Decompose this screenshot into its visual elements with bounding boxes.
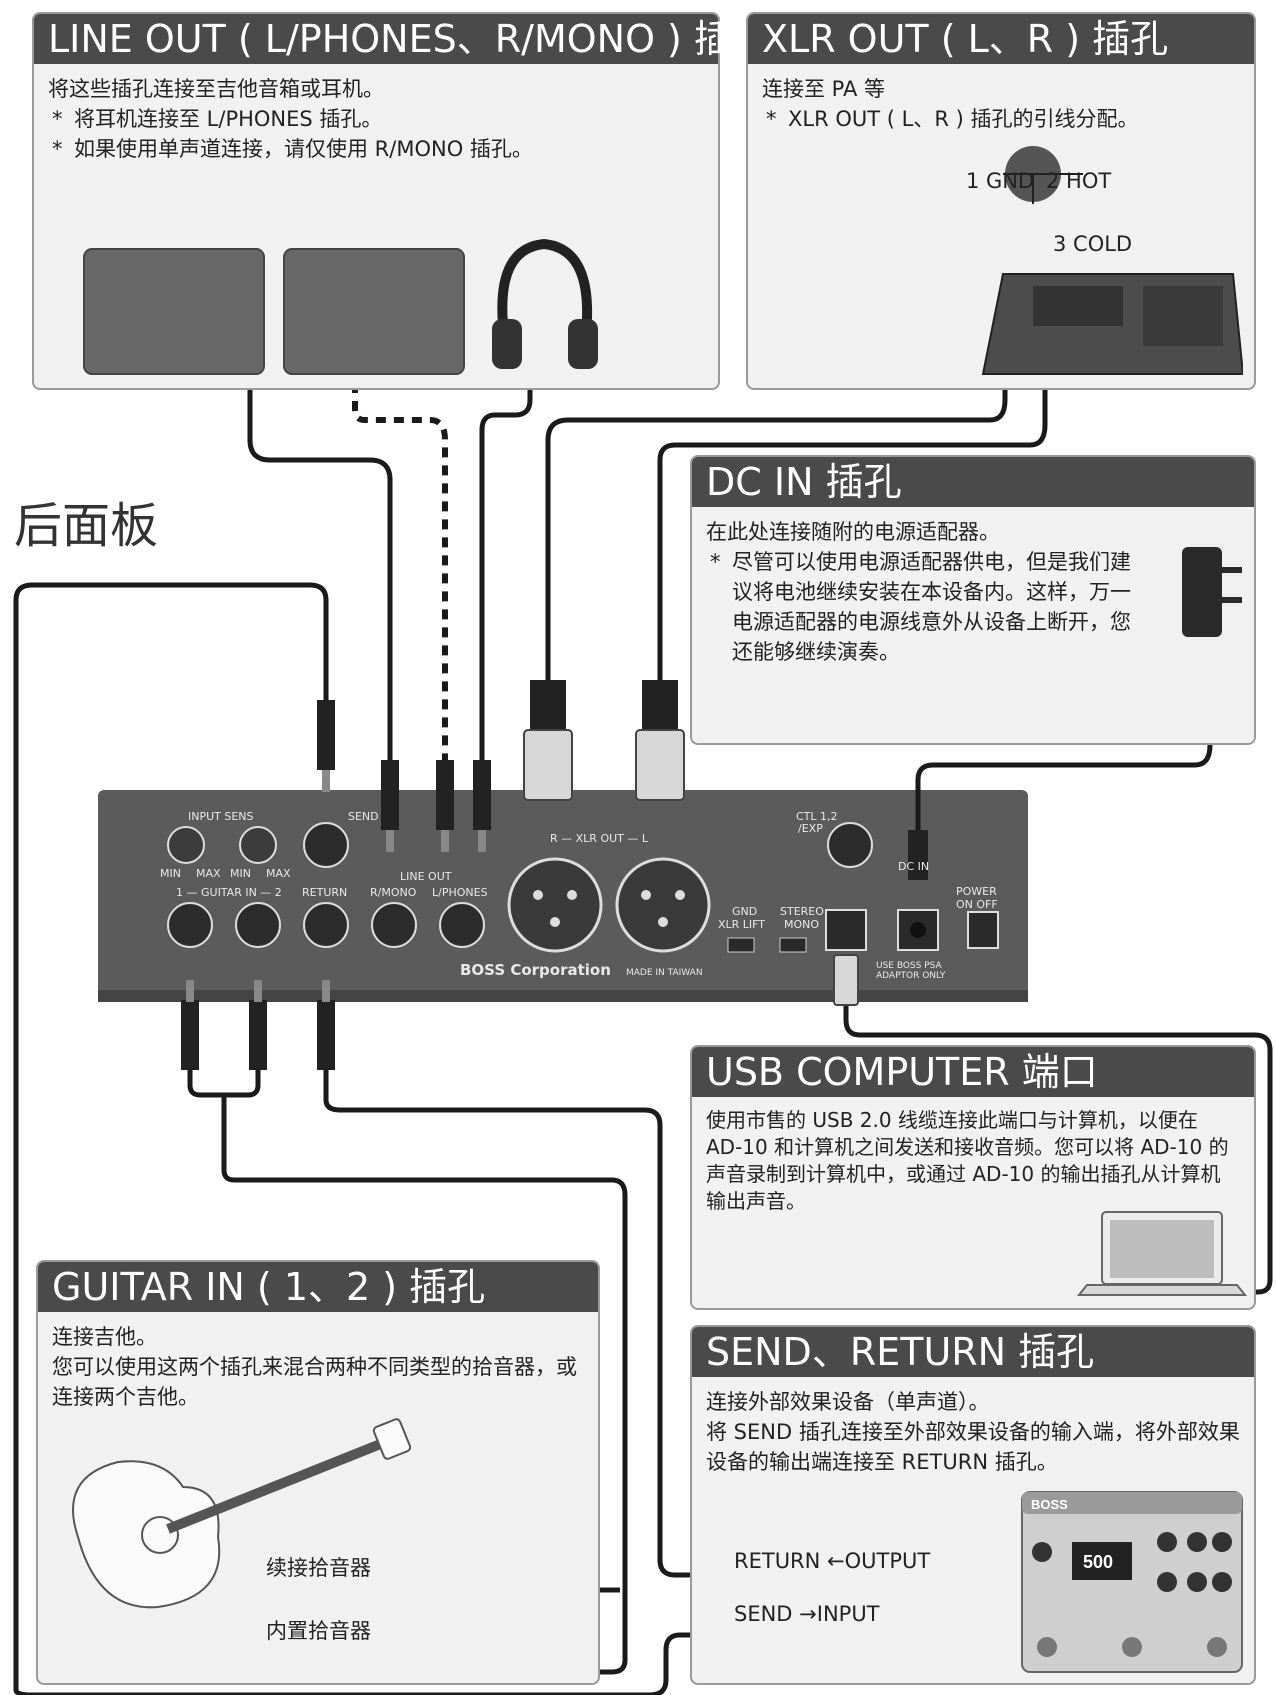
pedal-display: 500 bbox=[1083, 1552, 1113, 1572]
xlr-out-section: XLR OUT ( L、R ) 插孔 连接至 PA 等 XLR OUT ( L、… bbox=[746, 12, 1256, 390]
usb-section: USB COMPUTER 端口 使用市售的 USB 2.0 线缆连接此端口与计算… bbox=[690, 1045, 1256, 1310]
dc-in-text: 在此处连接随附的电源适配器。 bbox=[706, 520, 1000, 544]
send-return-text: 将 SEND 插孔连接至外部效果设备的输入端，将外部效果设备的输出端连接至 RE… bbox=[706, 1420, 1240, 1474]
acoustic-guitar-icon bbox=[72, 1418, 412, 1609]
send-return-title: SEND、RETURN 插孔 bbox=[692, 1327, 1254, 1377]
xlr-out-title: XLR OUT ( L、R ) 插孔 bbox=[748, 14, 1254, 64]
mixer-icon bbox=[981, 273, 1243, 375]
guitar-in-text: 连接吉他。 bbox=[52, 1325, 157, 1349]
guitar-in-section: GUITAR IN ( 1、2 ) 插孔 连接吉他。 您可以使用这两个插孔来混合… bbox=[36, 1260, 600, 1685]
dc-in-title: DC IN 插孔 bbox=[692, 457, 1254, 507]
amps-and-headphones bbox=[83, 239, 598, 375]
return-output-label: RETURN ←OUTPUT bbox=[734, 1549, 931, 1573]
send-return-section: SEND、RETURN 插孔 连接外部效果设备（单声道）。 将 SEND 插孔连… bbox=[690, 1325, 1256, 1685]
pickup-label-builtin: 内置拾音器 bbox=[266, 1619, 371, 1643]
power-adapter-icon bbox=[1182, 547, 1242, 637]
line-out-section: LINE OUT ( L/PHONES、R/MONO ) 插孔 将这些插孔连接至… bbox=[32, 12, 770, 390]
usb-title: USB COMPUTER 端口 bbox=[692, 1047, 1254, 1097]
xlr-pin-2: 2 HOT bbox=[1046, 169, 1112, 193]
xlr-connector-icon bbox=[1003, 146, 1083, 204]
line-out-title: LINE OUT ( L/PHONES、R/MONO ) 插孔 bbox=[34, 14, 770, 64]
amp-icon bbox=[83, 248, 265, 375]
pickup-label-connected: 续接拾音器 bbox=[266, 1556, 371, 1580]
xlr-out-text: 连接至 PA 等 bbox=[762, 77, 886, 101]
amp-icon bbox=[283, 248, 465, 375]
line-out-note: 将耳机连接至 L/PHONES 插孔。 bbox=[48, 104, 704, 134]
guitar-in-text: 您可以使用这两个插孔来混合两种不同类型的拾音器，或连接两个吉他。 bbox=[52, 1355, 577, 1409]
laptop-icon bbox=[1077, 1211, 1247, 1296]
send-input-label: SEND →INPUT bbox=[734, 1602, 880, 1626]
pedal-brand: BOSS bbox=[1031, 1497, 1068, 1512]
send-return-text: 连接外部效果设备（单声道）。 bbox=[706, 1390, 990, 1414]
dc-in-section: DC IN 插孔 在此处连接随附的电源适配器。 尽管可以使用电源适配器供电，但是… bbox=[690, 455, 1256, 745]
usb-text: 使用市售的 USB 2.0 线缆连接此端口与计算机，以便在 AD-10 和计算机… bbox=[706, 1108, 1229, 1213]
rear-panel bbox=[98, 790, 1028, 1002]
line-out-text: 将这些插孔连接至吉他音箱或耳机。 bbox=[48, 77, 384, 101]
xlr-pin-3: 3 COLD bbox=[1053, 232, 1133, 256]
effects-pedal-icon: BOSS 500 bbox=[1021, 1491, 1243, 1673]
xlr-out-note: XLR OUT ( L、R ) 插孔的引线分配。 bbox=[762, 104, 1240, 134]
page-title: 后面板 bbox=[14, 498, 159, 554]
plugs bbox=[181, 680, 928, 1070]
guitar-in-title: GUITAR IN ( 1、2 ) 插孔 bbox=[38, 1262, 598, 1312]
xlr-pin-1: 1 GND bbox=[966, 169, 1035, 193]
line-out-note: 如果使用单声道连接，请仅使用 R/MONO 插孔。 bbox=[48, 134, 704, 164]
headphones-icon bbox=[497, 239, 593, 335]
dc-in-note: 尽管可以使用电源适配器供电，但是我们建议将电池继续安装在本设备内。这样，万一电源… bbox=[706, 547, 1146, 667]
